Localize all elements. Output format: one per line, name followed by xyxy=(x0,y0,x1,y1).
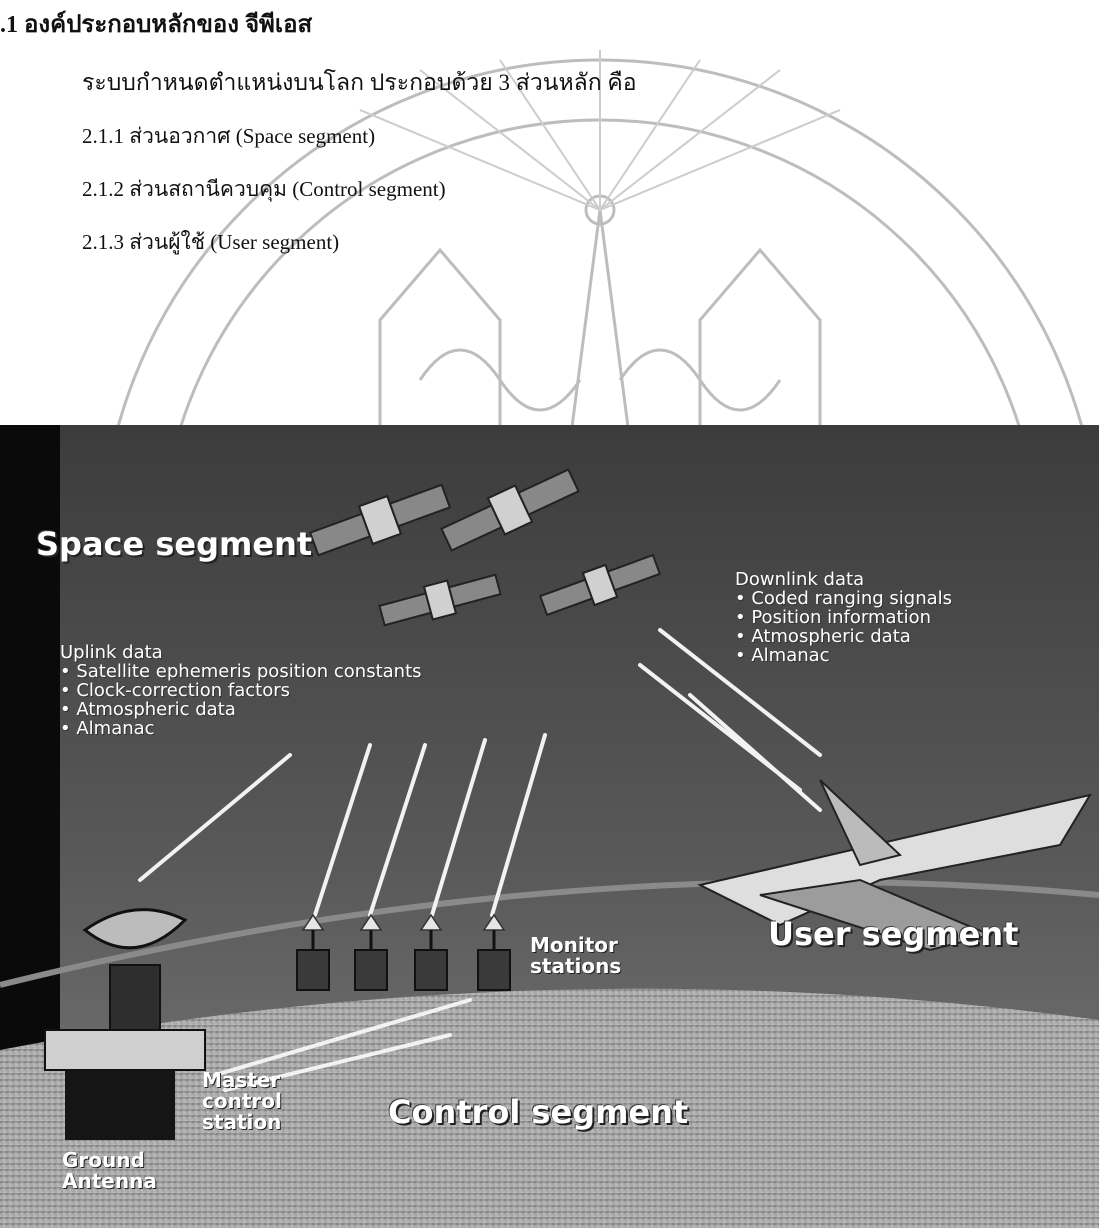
downlink-data-title: Downlink data xyxy=(735,570,952,589)
ground-antenna-label: Ground Antenna xyxy=(62,1150,157,1192)
subsection-control: 2.1.2 ส่วนสถานีควบคุม (Control segment) xyxy=(82,173,446,226)
downlink-item: Coded ranging signals xyxy=(735,589,952,608)
section-heading: .1 องค์ประกอบหลักของ จีพีเอส xyxy=(0,4,312,43)
uplink-item: Atmospheric data xyxy=(60,700,422,719)
space-segment-label: Space segment xyxy=(36,525,312,563)
master-control-station-label: Master control station xyxy=(202,1070,282,1133)
monitor-station-icon xyxy=(297,950,329,990)
uplink-data-block: Uplink data Satellite ephemeris position… xyxy=(60,643,422,738)
uplink-item: Clock-correction factors xyxy=(60,681,422,700)
downlink-data-block: Downlink data Coded ranging signals Posi… xyxy=(735,570,952,665)
subsection-user: 2.1.3 ส่วนผู้ใช้ (User segment) xyxy=(82,226,446,279)
downlink-item: Almanac xyxy=(735,646,952,665)
intro-text: ระบบกำหนดตำแหน่งบนโลก ประกอบด้วย 3 ส่วนห… xyxy=(82,65,637,101)
uplink-item: Satellite ephemeris position constants xyxy=(60,662,422,681)
monitor-station-icon xyxy=(415,950,447,990)
subsection-list: 2.1.1 ส่วนอวกาศ (Space segment) 2.1.2 ส่… xyxy=(82,120,446,279)
user-segment-label: User segment xyxy=(768,915,1018,953)
downlink-item: Position information xyxy=(735,608,952,627)
downlink-item: Atmospheric data xyxy=(735,627,952,646)
monitor-station-icon xyxy=(355,950,387,990)
control-segment-label: Control segment xyxy=(388,1093,688,1131)
subsection-space: 2.1.1 ส่วนอวกาศ (Space segment) xyxy=(82,120,446,173)
uplink-data-title: Uplink data xyxy=(60,643,422,662)
uplink-item: Almanac xyxy=(60,719,422,738)
monitor-station-icon xyxy=(478,950,510,990)
monitor-stations-label: Monitor stations xyxy=(530,935,621,977)
gps-segments-figure: Space segment Uplink data Satellite ephe… xyxy=(0,425,1099,1228)
